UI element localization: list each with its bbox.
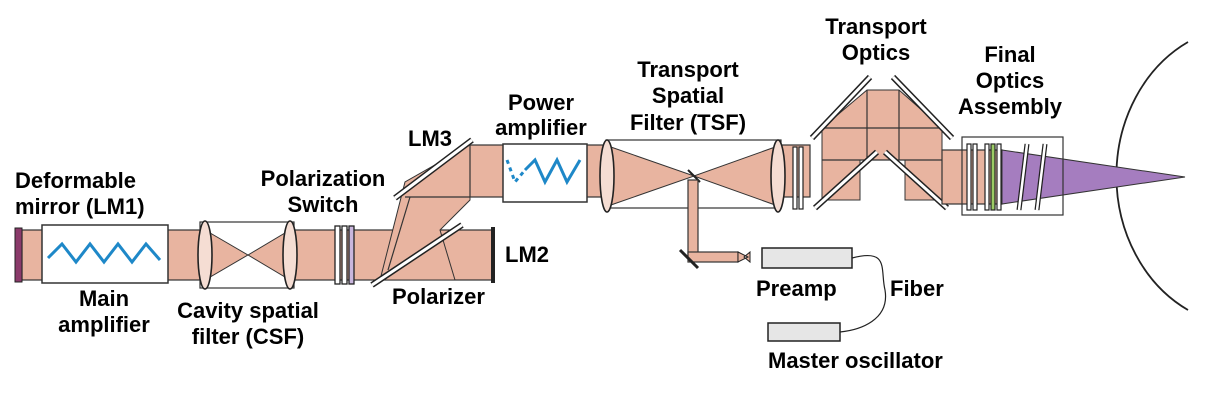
foa-plate-3 — [984, 143, 990, 211]
main-amplifier-flashlamp — [46, 241, 162, 265]
preamp-box — [761, 247, 853, 269]
label-deformable-mirror-2: mirror (LM1) — [15, 194, 145, 219]
label-power-amplifier-1: Power — [508, 90, 574, 115]
csf-lens-right — [282, 220, 298, 290]
foa-plate-5 — [996, 143, 1002, 211]
lm2-mirror — [491, 227, 495, 283]
master-oscillator-box — [767, 322, 841, 342]
fiber-line — [839, 254, 887, 333]
deformable-mirror-lm1 — [14, 227, 23, 283]
label-csf-1: Cavity spatial — [177, 298, 319, 323]
polarization-switch-plate-1 — [334, 225, 341, 285]
tsf-lens-right — [770, 139, 786, 213]
target-beam-cone — [1001, 149, 1186, 205]
polarization-switch-plate-3 — [348, 225, 355, 285]
label-tsf-2: Spatial — [652, 83, 724, 108]
label-tsf-3: Filter (TSF) — [630, 110, 746, 135]
label-polarizer: Polarizer — [392, 284, 485, 309]
foa-plate-4 — [990, 143, 996, 211]
label-final-optics-3: Assembly — [958, 94, 1063, 119]
label-main-amplifier-1: Main — [79, 286, 129, 311]
tsf-lens-left — [599, 139, 615, 213]
label-transport-optics-1: Transport — [825, 14, 927, 39]
label-master-oscillator: Master oscillator — [768, 348, 943, 373]
label-tsf-1: Transport — [637, 57, 739, 82]
label-preamp: Preamp — [756, 276, 837, 301]
transport-mirror-2-face — [891, 75, 954, 140]
label-polarization-switch-2: Switch — [288, 192, 359, 217]
power-amplifier-flashlamp — [523, 156, 582, 186]
transport-mirror-1-face — [810, 75, 872, 140]
label-deformable-mirror-1: Deformable — [15, 168, 136, 193]
label-final-optics-2: Optics — [976, 68, 1044, 93]
injection-beam-vertical — [687, 179, 699, 259]
label-fiber: Fiber — [890, 276, 944, 301]
foa-plate-1 — [966, 143, 972, 211]
label-transport-optics-2: Optics — [842, 40, 910, 65]
label-lm2: LM2 — [505, 242, 549, 267]
label-polarization-switch-1: Polarization — [261, 166, 386, 191]
label-lm3: LM3 — [408, 126, 452, 151]
injection-fold-mirror — [678, 248, 700, 270]
transport-mirror-3-face — [813, 150, 879, 210]
diag-inner-1 — [387, 196, 411, 271]
label-final-optics-1: Final — [984, 42, 1035, 67]
power-amplifier-box — [502, 143, 588, 203]
main-amplifier-box — [41, 224, 169, 284]
label-csf-2: filter (CSF) — [192, 324, 304, 349]
transport-mirror-4-face — [883, 150, 949, 210]
injection-lens — [737, 250, 751, 264]
injection-beam-horizontal — [687, 251, 739, 263]
label-main-amplifier-2: amplifier — [58, 312, 150, 337]
foa-plate-2 — [972, 143, 978, 211]
window-plate-2 — [798, 146, 804, 210]
label-power-amplifier-2: amplifier — [495, 115, 587, 140]
polarization-switch-plate-2 — [341, 225, 348, 285]
polarizer-face — [371, 223, 463, 287]
lm3-mirror-face — [394, 138, 473, 200]
power-amplifier-flashlamp-dotted — [505, 159, 527, 185]
diagonal-beam — [379, 144, 471, 281]
final-optics-housing — [961, 136, 1064, 216]
csf-lens-left — [197, 220, 213, 290]
foa-lens-2-face — [1035, 143, 1047, 211]
foa-lens-1-face — [1017, 143, 1029, 211]
window-plate-1 — [792, 146, 798, 210]
